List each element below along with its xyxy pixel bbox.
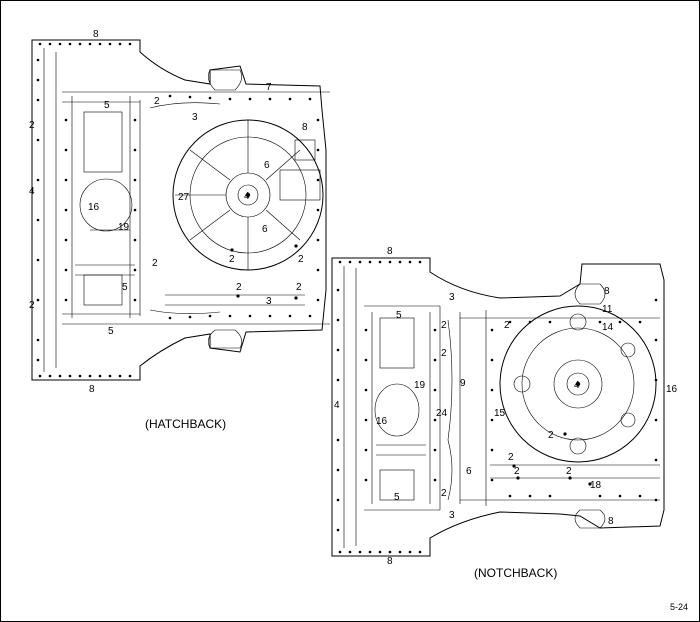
hatchback-outline — [31, 39, 327, 381]
callout-label: 2 — [504, 320, 510, 331]
callout-label: 14 — [602, 322, 614, 333]
callout-label: 8 — [387, 556, 393, 567]
callout-label: 4 — [244, 191, 250, 202]
callout-label: 2 — [441, 320, 447, 331]
hatchback-caption: (HATCHBACK) — [145, 417, 227, 431]
callout-label: 6 — [264, 160, 270, 171]
callout-label: 7 — [266, 82, 272, 93]
callout-label: 5 — [104, 100, 110, 111]
callout-label: 18 — [590, 480, 602, 491]
callout-label: 4 — [334, 400, 340, 411]
callout-label: 16 — [666, 384, 678, 395]
notchback-caption: (NOTCHBACK) — [474, 566, 558, 580]
callout-label: 27 — [178, 192, 190, 203]
callout-label: 8 — [604, 286, 610, 297]
callout-label: 2 — [29, 300, 35, 311]
callout-label: 5 — [396, 310, 402, 321]
callout-label: 2 — [508, 452, 514, 463]
callout-label: 2 — [29, 120, 35, 131]
notchback-callouts: 8 3 8 5 2 2 11 2 14 19 9 4 4 16 24 15 16… — [334, 246, 678, 567]
callout-label: 3 — [192, 112, 198, 123]
callout-label: 8 — [608, 516, 614, 527]
callout-label: 2 — [296, 282, 302, 293]
callout-label: 24 — [436, 408, 448, 419]
callout-label: 2 — [154, 96, 160, 107]
callout-label: 5 — [122, 282, 128, 293]
callout-label: 6 — [262, 224, 268, 235]
callout-label: 2 — [514, 466, 520, 477]
callout-label: 4 — [574, 380, 580, 391]
hatchback-floor-panel — [31, 39, 330, 381]
callout-label: 3 — [266, 296, 272, 307]
callout-label: 4 — [29, 186, 35, 197]
callout-label: 8 — [387, 246, 393, 257]
callout-label: 3 — [449, 510, 455, 521]
callout-label: 2 — [566, 466, 572, 477]
callout-label: 19 — [118, 222, 130, 233]
callout-label: 8 — [302, 122, 308, 133]
callout-label: 16 — [376, 416, 388, 427]
callout-label: 8 — [93, 29, 99, 40]
callout-label: 2 — [152, 258, 158, 269]
callout-label: 8 — [89, 384, 95, 395]
callout-label: 5 — [108, 326, 114, 337]
hatchback-callouts: 8 7 8 5 2 3 2 4 16 19 27 6 6 2 2 5 2 2 3… — [29, 29, 308, 395]
callout-label: 2 — [236, 282, 242, 293]
callout-label: 3 — [449, 292, 455, 303]
callout-label: 2 — [298, 254, 304, 265]
callout-label: 19 — [414, 380, 426, 391]
callout-label: 9 — [460, 378, 466, 389]
callout-label: 2 — [548, 430, 554, 441]
notchback-outline — [331, 257, 665, 557]
callout-label: 16 — [88, 202, 100, 213]
callout-label: 2 — [229, 254, 235, 265]
callout-label: 6 — [466, 466, 472, 477]
notchback-floor-panel — [331, 257, 665, 557]
callout-label: 2 — [441, 348, 447, 359]
callout-label: 11 — [602, 304, 613, 315]
page-reference: 5-24 — [670, 602, 689, 612]
callout-label: 15 — [494, 408, 506, 419]
callout-label: 5 — [394, 492, 400, 503]
callout-label: 2 — [441, 488, 447, 499]
